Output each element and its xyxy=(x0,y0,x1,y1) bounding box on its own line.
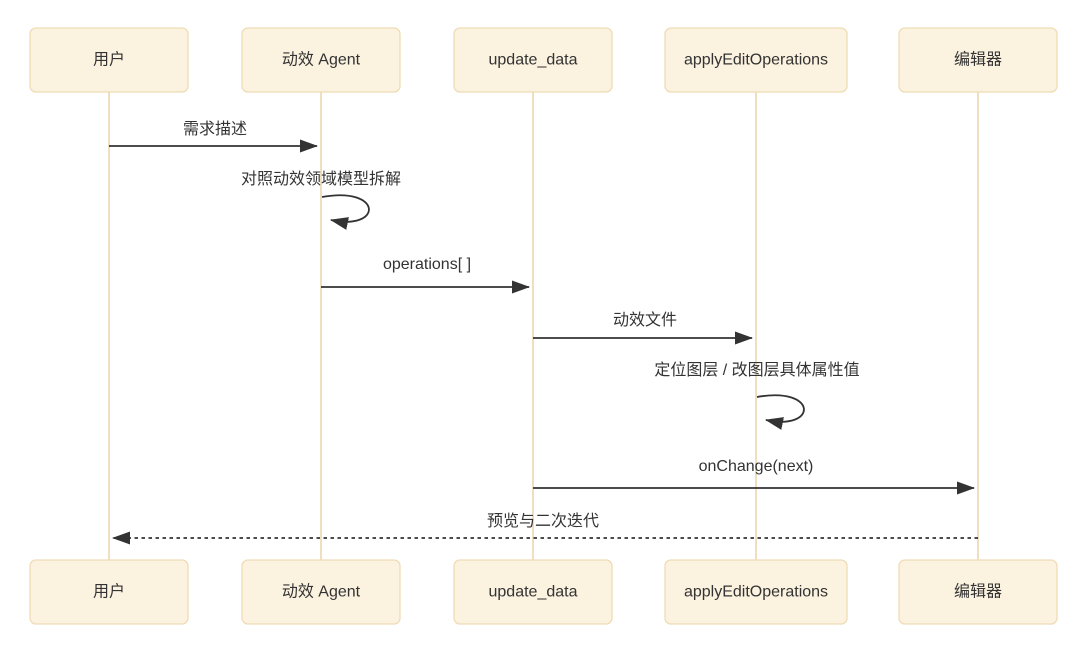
actor-bottom-apply-edit-operations: applyEditOperations xyxy=(664,559,848,625)
message-label: 定位图层 / 改图层具体属性值 xyxy=(654,361,859,379)
message-onchange: onChange(next) xyxy=(533,458,975,495)
actor-top-user: 用户 xyxy=(29,27,189,93)
message-self-arrow xyxy=(321,194,370,230)
actor-label: 编辑器 xyxy=(954,51,1002,69)
actor-top-motion-agent: 动效 Agent xyxy=(241,27,401,93)
actor-bottom-update-data: update_data xyxy=(453,559,613,625)
message-preview-iterate: 预览与二次迭代 xyxy=(112,512,978,545)
actor-box xyxy=(29,27,189,93)
actor-box xyxy=(241,27,401,93)
actor-label: 用户 xyxy=(93,51,125,69)
message-label: onChange(next) xyxy=(699,458,814,475)
actor-label: 动效 Agent xyxy=(282,583,361,601)
actor-label: update_data xyxy=(489,52,578,69)
actor-box xyxy=(898,27,1058,93)
message-decompose-self-loop: 对照动效领域模型拆解 xyxy=(241,170,401,230)
actor-top-apply-edit-operations: applyEditOperations xyxy=(664,27,848,93)
actor-top-editor: 编辑器 xyxy=(898,27,1058,93)
actor-box xyxy=(453,559,613,625)
actor-box xyxy=(241,559,401,625)
actor-box xyxy=(453,27,613,93)
actor-label: update_data xyxy=(489,584,578,601)
actor-bottom-motion-agent: 动效 Agent xyxy=(241,559,401,625)
actor-label: 用户 xyxy=(93,583,125,601)
message-label: 预览与二次迭代 xyxy=(487,512,599,530)
message-operations: operations[ ] xyxy=(321,256,530,294)
message-self-arrow xyxy=(756,394,805,430)
actor-box xyxy=(898,559,1058,625)
actor-bottom-user: 用户 xyxy=(29,559,189,625)
actor-top-update-data: update_data xyxy=(453,27,613,93)
message-label: 对照动效领域模型拆解 xyxy=(241,170,401,188)
actor-box xyxy=(29,559,189,625)
actor-label: applyEditOperations xyxy=(684,52,828,69)
actor-label: 编辑器 xyxy=(954,583,1002,601)
message-locate-layer-self-loop: 定位图层 / 改图层具体属性值 xyxy=(654,361,860,430)
actor-label: applyEditOperations xyxy=(684,584,828,601)
message-requirement: 需求描述 xyxy=(109,120,318,153)
message-label: 需求描述 xyxy=(183,120,247,138)
message-motion-file: 动效文件 xyxy=(533,311,753,345)
actor-box xyxy=(664,27,848,93)
message-label: 动效文件 xyxy=(613,311,677,329)
actor-box xyxy=(664,559,848,625)
message-label: operations[ ] xyxy=(383,256,471,273)
actor-label: 动效 Agent xyxy=(282,51,361,69)
actor-bottom-editor: 编辑器 xyxy=(898,559,1058,625)
